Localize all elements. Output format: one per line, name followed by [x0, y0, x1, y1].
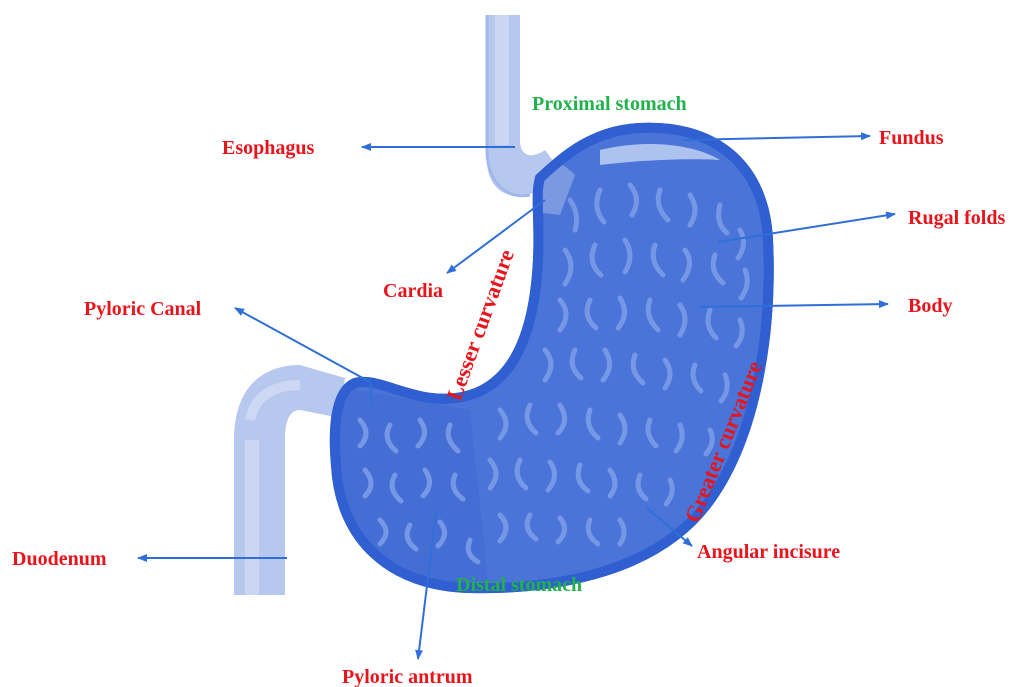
label-esophagus: Esophagus	[222, 137, 314, 159]
duodenum-tube	[234, 365, 345, 595]
label-distal-stomach: Distal stomach	[456, 574, 582, 596]
label-duodenum: Duodenum	[12, 548, 107, 570]
label-angular-incisure: Angular incisure	[697, 541, 840, 563]
label-rugal-folds: Rugal folds	[908, 207, 1005, 229]
label-proximal-stomach: Proximal stomach	[532, 93, 687, 115]
label-fundus: Fundus	[879, 127, 944, 149]
stomach-illustration	[300, 128, 769, 600]
label-pyloric-canal: Pyloric Canal	[84, 298, 202, 320]
label-pyloric-antrum: Pyloric antrum	[342, 666, 473, 687]
label-cardia: Cardia	[383, 280, 443, 302]
label-body: Body	[908, 295, 952, 317]
